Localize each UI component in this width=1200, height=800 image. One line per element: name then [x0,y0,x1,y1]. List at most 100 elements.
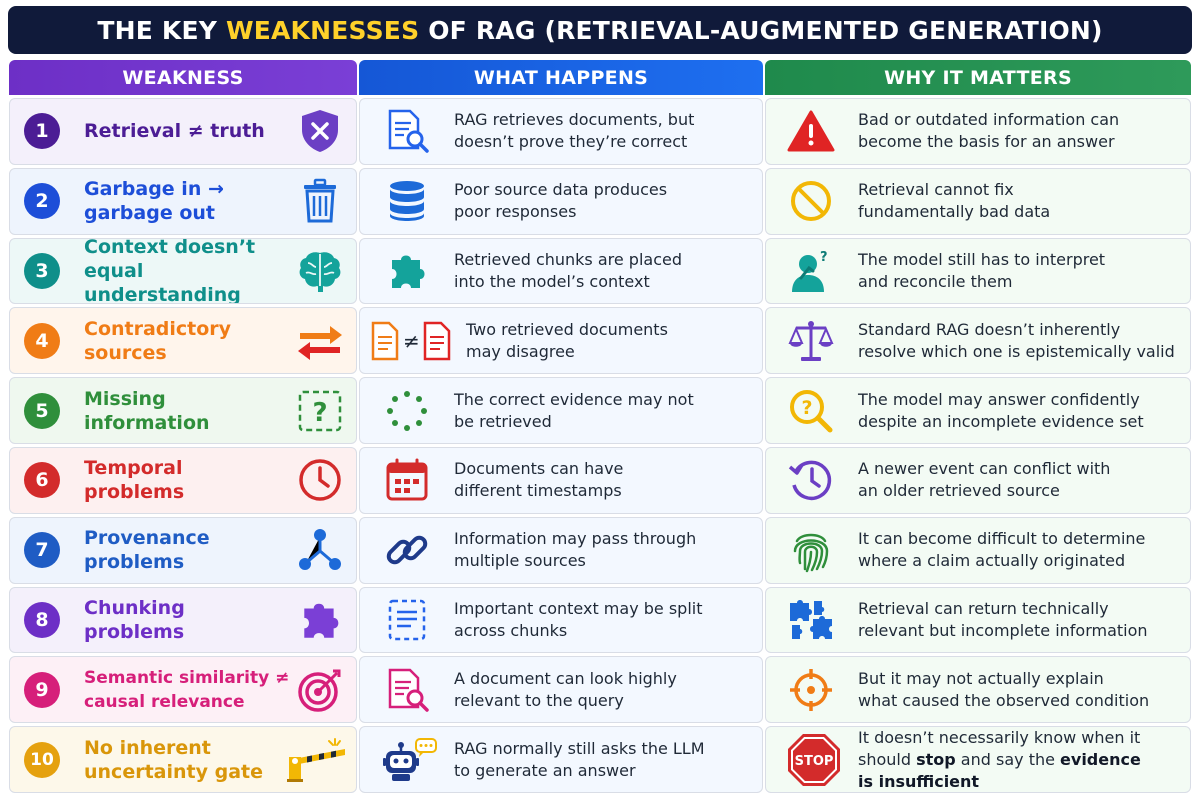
what-happens-cell-6: Documents can have different timestamps [359,447,763,514]
what-happens-cell-9: A document can look highly relevant to t… [359,656,763,724]
text-line: relevant to the query [454,690,624,710]
why-it-matters-text: It doesn’t necessarily know when it shou… [858,727,1182,792]
weakness-name-line: information [84,411,210,434]
text-line: poor responses [454,202,577,222]
weakness-name-line: uncertainty gate [84,760,263,783]
weakness-name-line: problems [84,620,185,643]
row-number-badge: 4 [24,322,60,359]
text-line: It can become difficult to determine [858,529,1146,549]
weakness-cell-5: 5 Missing information ? [9,377,357,444]
why-it-matters-cell-7: It can become difficult to determine whe… [765,516,1191,584]
what-happens-cell-2: Poor source data produces poor responses [359,167,763,235]
why-it-matters-cell-6: A newer event can conflict with an older… [765,447,1191,514]
weakness-name: Provenance problems [84,526,292,574]
why-it-matters-text: The model still has to interpret and rec… [858,249,1182,293]
weakness-name: No inherent uncertainty gate [84,736,284,784]
weakness-name-line: Context doesn’t [84,237,256,258]
text-line: may disagree [466,341,575,361]
text-line: Retrieval cannot fix [858,180,1014,200]
weakness-name: Context doesn’t equal understanding [84,237,292,304]
weakness-cell-7: 7 Provenance problems [9,516,357,584]
text-line: RAG normally still asks the LLM [454,738,705,758]
weakness-name-line: problems [84,481,185,504]
what-happens-text: RAG normally still asks the LLM to gener… [454,738,752,782]
row-number-badge: 9 [24,671,60,708]
text-line: Documents can have [454,459,624,479]
what-happens-text: Retrieved chunks are placed into the mod… [454,249,752,293]
weakness-name: Temporal problems [84,456,292,504]
title-highlight: WEAKNESSES [225,15,420,45]
what-happens-text: Poor source data produces poor responses [454,179,752,223]
weakness-name-line: Temporal [84,457,183,480]
barrier-gate-icon [284,736,348,784]
crosshair-icon [786,667,836,713]
what-happens-cell-1: RAG retrieves documents, but doesn’t pro… [359,98,763,165]
weakness-name-line: Provenance [84,527,210,550]
why-it-matters-text: Retrieval cannot fix fundamentally bad d… [858,179,1182,223]
row-number-badge: 10 [24,741,60,778]
emphasis-evidence: evidence [1060,749,1141,769]
what-happens-text: RAG retrieves documents, but doesn’t pro… [454,109,752,153]
document-search-icon [382,667,432,713]
balance-scale-icon [786,318,836,364]
text-line: to generate an answer [454,760,636,780]
title-prefix: THE KEY [97,15,226,45]
documents-not-equal-icon: ≠ [370,318,454,364]
text-line: A newer event can conflict with [858,459,1111,479]
weakness-cell-1: 1 Retrieval ≠ truth [9,98,357,165]
what-happens-text: Information may pass through multiple so… [454,528,752,572]
what-happens-text: The correct evidence may not be retrieve… [454,389,752,433]
what-happens-cell-8: Important context may be split across ch… [359,586,763,654]
why-it-matters-text: But it may not actually explain what cau… [858,668,1182,712]
text-span: should [858,749,917,769]
text-line: Retrieval can return technically [858,598,1109,618]
clock-icon [292,456,348,504]
weakness-name-line: Missing [84,387,166,410]
weakness-cell-4: 4 Contradictory sources [9,307,357,375]
question-box-icon: ? [292,387,348,435]
why-it-matters-text: Bad or outdated information can become t… [858,109,1182,153]
fingerprint-icon [786,527,836,573]
text-line: and reconcile them [858,271,1013,291]
text-line: A document can look highly [454,668,677,688]
dotted-circle-icon [382,388,432,434]
why-it-matters-cell-4: Standard RAG doesn’t inherently resolve … [765,307,1191,375]
text-line: despite an incomplete evidence set [858,411,1144,431]
why-it-matters-cell-10: STOP It doesn’t necessarily know when it… [765,726,1191,793]
weakness-cell-3: 3 Context doesn’t equal understanding [9,237,357,305]
weakness-name: Garbage in → garbage out [84,177,292,225]
calendar-icon [382,457,432,503]
what-happens-cell-7: Information may pass through multiple so… [359,516,763,584]
what-happens-text: Documents can have different timestamps [454,458,752,502]
trash-can-icon [292,177,348,225]
text-line: Retrieved chunks are placed [454,249,683,269]
weakness-name: Retrieval ≠ truth [84,119,292,143]
shield-x-icon [292,107,348,155]
what-happens-cell-5: The correct evidence may not be retrieve… [359,377,763,444]
text-line: across chunks [454,620,568,640]
row-number-badge: 3 [24,252,60,289]
header-weakness: WEAKNESS [9,60,357,95]
text-line: Poor source data produces [454,180,668,200]
warning-triangle-icon [786,108,836,154]
robot-chat-icon [382,737,438,783]
weakness-name: Chunking problems [84,596,292,644]
weakness-name: Contradictory sources [84,317,292,365]
what-happens-text: Important context may be split across ch… [454,598,752,642]
weakness-name-line: garbage out [84,202,215,225]
text-line: different timestamps [454,481,622,501]
what-happens-cell-4: ≠ Two retrieved documents may disagree [359,307,763,375]
text-line: multiple sources [454,551,586,571]
why-it-matters-text: Standard RAG doesn’t inherently resolve … [858,319,1182,363]
stop-sign-label: STOP [795,754,834,769]
what-happens-text: Two retrieved documents may disagree [466,319,752,363]
why-it-matters-text: The model may answer confidently despite… [858,389,1182,433]
row-number-badge: 1 [24,113,60,150]
weakness-name-line: causal relevance [84,691,245,712]
row-number-badge: 2 [24,183,60,220]
svg-text:?: ? [312,398,327,428]
header-why-it-matters: WHY IT MATTERS [765,60,1191,95]
text-line: an older retrieved source [858,481,1060,501]
dashed-document-icon [382,597,432,643]
swap-arrows-icon [292,317,348,365]
